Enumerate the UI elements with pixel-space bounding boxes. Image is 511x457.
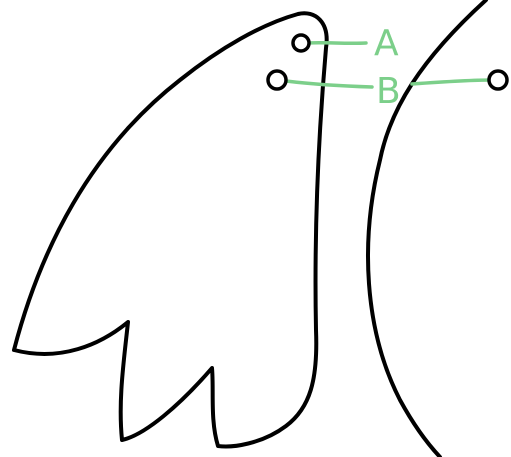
anchor-point-b-right: [487, 69, 509, 91]
anchor-point-a: [291, 33, 311, 53]
body-curve: [366, 0, 488, 457]
anchor-point-b-left: [266, 69, 288, 91]
pointer-line-b-right: [410, 78, 494, 86]
label-a: A: [374, 23, 399, 64]
label-b: B: [376, 71, 401, 112]
pointer-line-b-left: [284, 79, 374, 89]
wing-outline: [12, 11, 329, 449]
pointer-line-a: [306, 40, 368, 46]
